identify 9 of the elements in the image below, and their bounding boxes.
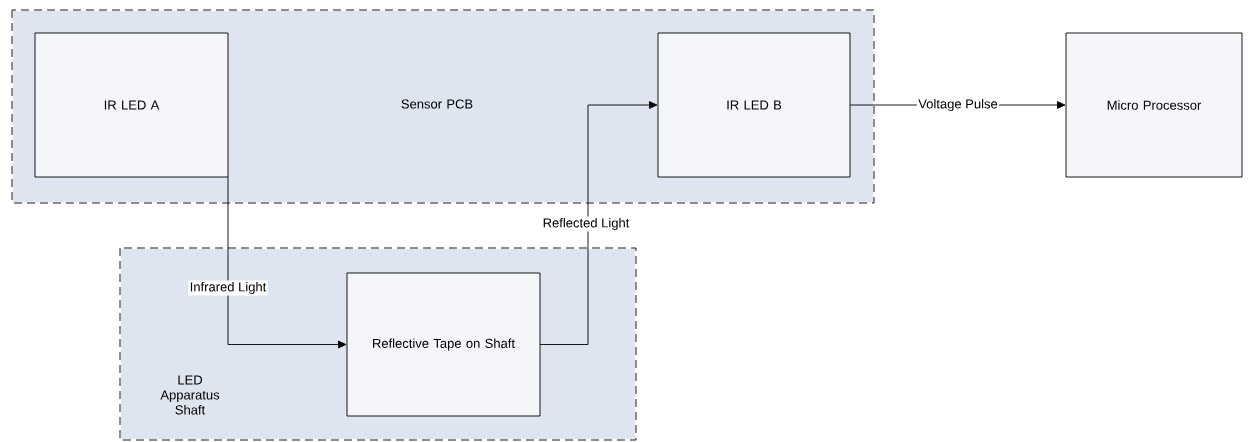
- process-box: Reflective Tape on Shaft: [346, 272, 541, 417]
- process-box: IR LED A: [34, 32, 229, 178]
- edge-label: Reflected Light: [541, 216, 631, 232]
- process-box: Micro Processor: [1065, 32, 1243, 178]
- process-box: IR LED B: [657, 32, 851, 178]
- edge-label: Voltage Pulse: [916, 97, 1000, 113]
- arrow: [539, 101, 658, 345]
- arrow: [227, 176, 347, 349]
- edge-label: Infrared Light: [188, 280, 268, 296]
